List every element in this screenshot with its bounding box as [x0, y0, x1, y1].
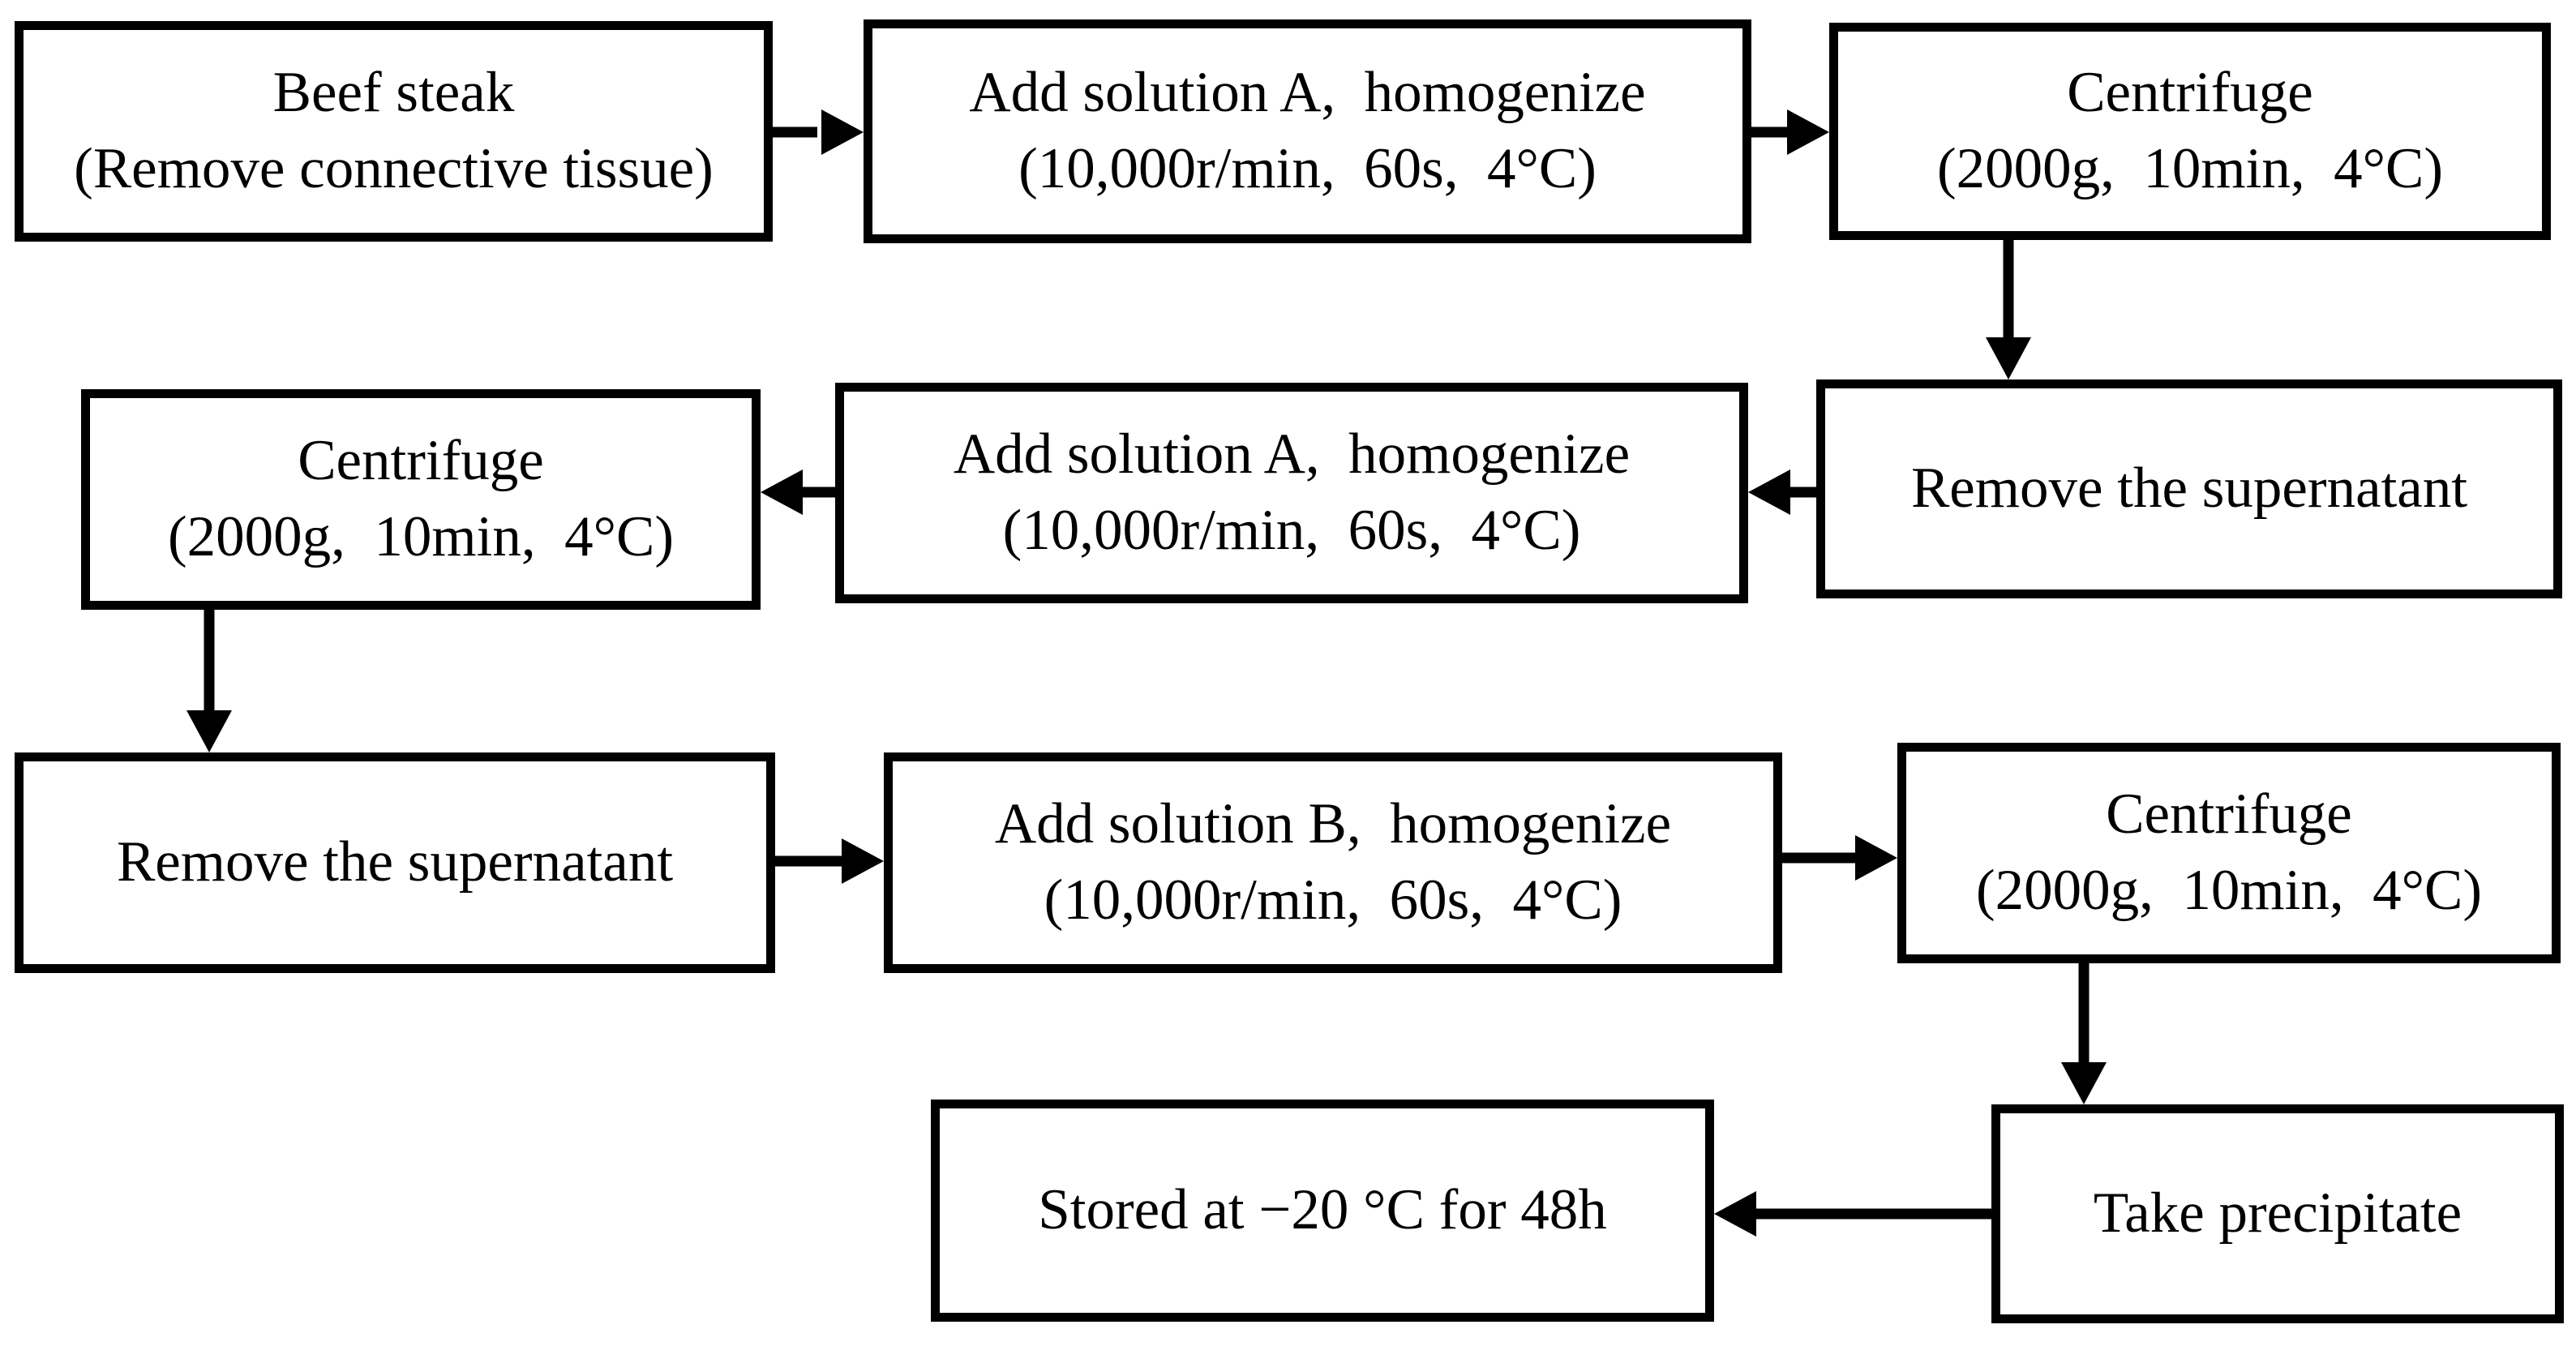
flow-box-centrifuge-3: Centrifuge (2000g, 10min, 4°C): [1897, 743, 2561, 963]
box-text-line: Add solution B, homogenize: [994, 792, 1672, 856]
flow-box-remove-supernatant-1: Remove the supernatant: [1816, 379, 2562, 598]
box-text-line: (2000g, 10min, 4°C): [168, 505, 674, 568]
flow-box-centrifuge-1: Centrifuge (2000g, 10min, 4°C): [1829, 23, 2551, 240]
arrow-centrifuge-3-to-take-precipitate: [2061, 962, 2107, 1104]
flow-box-take-precipitate: Take precipitate: [1991, 1104, 2564, 1323]
box-text-line: Add solution A, homogenize: [969, 61, 1646, 125]
flow-box-add-solution-a-2: Add solution A, homogenize (10,000r/min,…: [835, 383, 1748, 603]
flow-box-add-solution-a-1: Add solution A, homogenize (10,000r/min,…: [864, 19, 1751, 243]
arrow-add-solution-b-to-centrifuge-3: [1781, 835, 1897, 881]
arrow-centrifuge-1-to-remove-supernatant-1: [1986, 238, 2031, 379]
box-text-line: Remove the supernatant: [116, 830, 674, 894]
arrow-remove-supernatant-1-to-add-solution-a-2: [1748, 469, 1818, 515]
box-text-line: Take precipitate: [2093, 1181, 2462, 1245]
box-text-line: (10,000r/min, 60s, 4°C): [1002, 499, 1581, 562]
flow-box-beef-steak: Beef steak (Remove connective tissue): [15, 21, 773, 242]
flow-box-stored-minus-20: Stored at −20 °C for 48h: [931, 1100, 1714, 1322]
box-text-line: (10,000r/min, 60s, 4°C): [1044, 868, 1622, 932]
flow-box-centrifuge-2: Centrifuge (2000g, 10min, 4°C): [81, 389, 761, 610]
box-text-line: Add solution A, homogenize: [953, 422, 1631, 487]
flow-box-remove-supernatant-2: Remove the supernatant: [15, 752, 775, 973]
box-text-line: (Remove connective tissue): [74, 137, 714, 200]
box-text-line: Stored at −20 °C for 48h: [1038, 1178, 1607, 1242]
flow-box-add-solution-b: Add solution B, homogenize (10,000r/min,…: [884, 752, 1782, 973]
arrow-beef-steak-to-add-solution-a-1: [773, 109, 864, 155]
arrow-add-solution-a-1-to-centrifuge-1: [1750, 109, 1829, 155]
box-text-line: Remove the supernatant: [1910, 457, 2468, 521]
box-text-line: Centrifuge: [2106, 782, 2352, 847]
arrow-take-precipitate-to-stored: [1714, 1191, 1993, 1237]
box-text-line: Centrifuge: [298, 429, 544, 493]
box-text-line: (2000g, 10min, 4°C): [1976, 859, 2482, 922]
arrow-centrifuge-2-to-remove-supernatant-2: [186, 608, 232, 752]
arrow-remove-supernatant-2-to-add-solution-b: [774, 838, 884, 884]
arrow-add-solution-a-2-to-centrifuge-2: [761, 469, 837, 515]
box-text-line: (2000g, 10min, 4°C): [1937, 137, 2443, 200]
box-text-line: (10,000r/min, 60s, 4°C): [1018, 137, 1597, 200]
box-text-line: Beef steak: [272, 61, 515, 125]
box-text-line: Centrifuge: [2067, 61, 2313, 125]
